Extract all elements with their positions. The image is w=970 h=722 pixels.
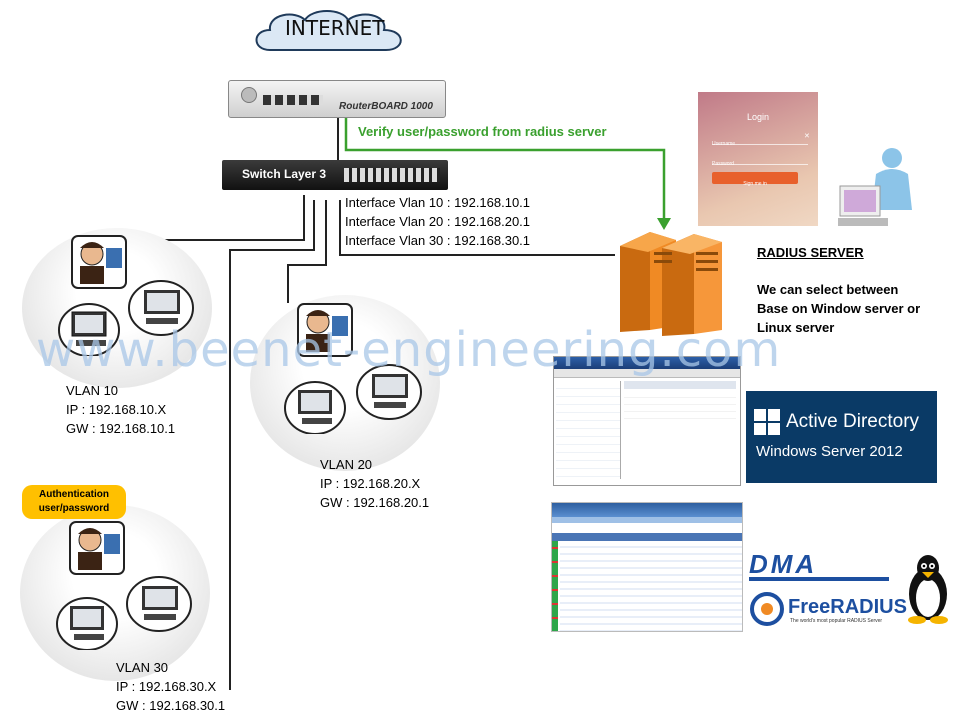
radius-desc-1: We can select between [757,282,899,297]
ad-users-screenshot [553,356,741,486]
user-computer-icon [838,148,912,226]
switch-ports [344,168,440,182]
radius-title: RADIUS SERVER [757,245,864,260]
radius-manager-screenshot [551,502,743,632]
windows-logo-icon [754,409,780,435]
vlan10-name: VLAN 10 [66,383,119,398]
vlan10-gw: GW : 192.168.10.1 [66,421,176,436]
ad-line1: Active Directory [786,411,920,432]
vlan10-computer-icon-1 [58,303,120,356]
watermark: www.beenet-engineering.com [36,322,782,378]
vlan20-computer-icon-2 [356,364,422,420]
router-ports [263,95,323,105]
radius-server-icon [620,232,722,336]
vlan20-user-icon [297,303,353,357]
vlan10-computer-icon-2 [128,280,194,336]
vlan20-gw: GW : 192.168.20.1 [320,495,430,510]
internet-label: INTERNET [285,16,385,40]
radius-desc-2: Base on Window server or [757,301,921,316]
vlan20-ip: IP : 192.168.20.X [320,476,421,491]
login-close-icon: ✕ [804,133,810,140]
login-password-label: Password [712,161,734,167]
vlan30-gw: GW : 192.168.30.1 [116,698,226,713]
login-username: Username [712,132,808,147]
interface-vlan20: Interface Vlan 20 : 192.168.20.1 [345,214,531,229]
interface-vlan10: Interface Vlan 10 : 192.168.10.1 [345,195,531,210]
vlan30-computer-icon-1 [56,597,118,650]
internet-cloud-icon [255,10,402,51]
vlan20-name: VLAN 20 [320,457,373,472]
login-title: Login [746,112,770,122]
auth-badge: Authentication user/password [22,485,126,519]
login-signin-label: Sign me in [743,181,767,187]
dma-label: DMA [749,549,818,579]
freeradius-logo-icon [750,592,784,626]
active-directory-box: Active Directory Windows Server 2012 [746,391,937,483]
switch-device [222,160,448,190]
vlan10-ip: IP : 192.168.10.X [66,402,167,417]
verify-label: Verify user/password from radius server [358,124,607,139]
login-username-label: Username [712,141,736,147]
router-device: RouterBOARD 1000 [228,80,446,118]
login-screenshot: Login Username ✕ Password Sign me in [698,92,818,226]
vlan30-name: VLAN 30 [116,660,169,675]
interface-vlan30: Interface Vlan 30 : 192.168.30.1 [345,233,531,248]
radius-desc-3: Linux server [757,320,835,335]
dma-logo: DMA [749,549,895,581]
ad-line2: Windows Server 2012 [756,443,903,460]
auth-line1: Authentication [39,489,109,500]
router-brand: RouterBOARD 1000 [339,101,433,112]
vlan30-computer-icon-2 [126,576,192,632]
linux-tux-icon [908,555,948,624]
freeradius-tagline: The world's most popular RADIUS Server [790,618,883,624]
dma-underline [749,577,889,581]
freeradius-label: FreeRADIUS [788,596,907,618]
login-signin-button: Sign me in [712,172,798,187]
vlan20-computer-icon-1 [284,381,346,434]
auth-line2: user/password [38,503,110,514]
vlan10-user-icon [71,235,127,289]
login-password: Password [712,152,808,167]
vlan30-user-icon [69,521,125,575]
switch-label: Switch Layer 3 [242,167,327,181]
vlan30-ip: IP : 192.168.30.X [116,679,217,694]
router-fan [241,87,257,103]
